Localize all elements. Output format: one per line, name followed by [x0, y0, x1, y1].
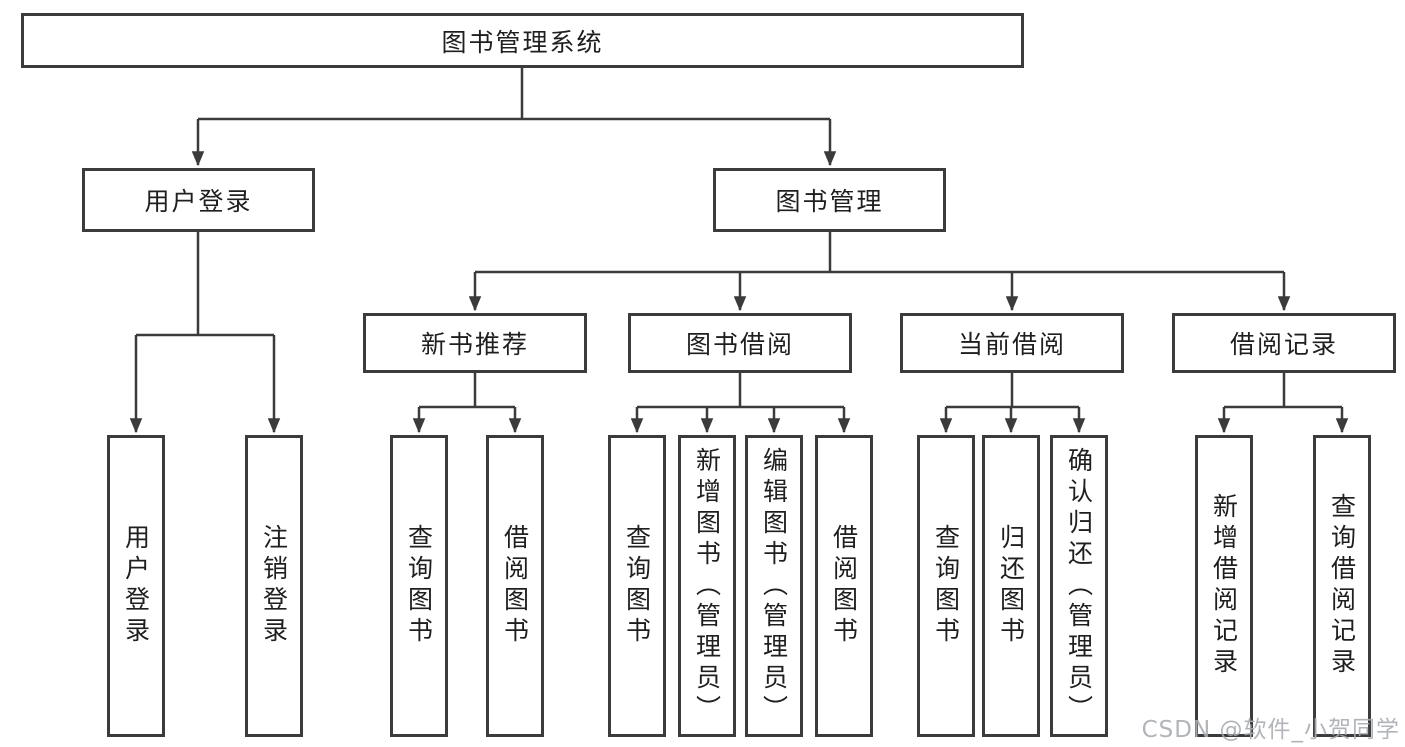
node-leaf-borrow-books-2: 借阅图书 — [815, 435, 873, 737]
node-leaf-query-books-1: 查询图书 — [390, 435, 448, 737]
node-label: 图书借阅 — [685, 330, 794, 359]
node-label: 新书推荐 — [420, 330, 529, 359]
connector-user-login-trunk — [136, 232, 274, 337]
node-leaf-query-borrow-record: 查询借阅记录 — [1313, 435, 1371, 737]
node-leaf-query-books-2: 查询图书 — [608, 435, 666, 737]
connector-root-trunk — [198, 68, 830, 121]
node-current-borrowing: 当前借阅 — [900, 313, 1124, 373]
node-label: 借阅记录 — [1229, 330, 1338, 359]
csdn-watermark: CSDN @软件_小贺同学 — [1141, 717, 1400, 743]
connector-borrow-records-trunk — [1224, 373, 1342, 409]
node-book-borrowing: 图书借阅 — [628, 313, 852, 373]
node-label: 当前借阅 — [957, 330, 1066, 359]
node-user-login: 用户登录 — [82, 168, 315, 232]
node-label: 借阅图书 — [500, 524, 530, 648]
connector-current-borrow-trunk — [946, 373, 1079, 409]
node-leaf-query-books-3: 查询图书 — [917, 435, 975, 737]
node-leaf-edit-books-admin: 编辑图书（管理员） — [745, 435, 803, 737]
node-label: 查询图书 — [622, 524, 652, 648]
node-label: 编辑图书（管理员） — [759, 446, 789, 726]
node-label: 归还图书 — [996, 524, 1026, 648]
node-leaf-logout: 注销登录 — [245, 435, 303, 737]
connector-book-management-trunk — [475, 232, 1284, 274]
node-book-management: 图书管理 — [713, 168, 946, 232]
node-label: 借阅图书 — [829, 524, 859, 648]
node-leaf-add-books-admin: 新增图书（管理员） — [678, 435, 736, 737]
node-label: 用户登录 — [121, 524, 151, 648]
node-leaf-borrow-books-1: 借阅图书 — [486, 435, 544, 737]
node-root-system: 图书管理系统 — [21, 13, 1024, 68]
connector-book-borrow-trunk — [637, 373, 844, 409]
node-label: 图书管理系统 — [441, 27, 604, 57]
node-new-book-recommendation: 新书推荐 — [363, 313, 587, 373]
node-label: 图书管理 — [775, 187, 884, 216]
node-label: 查询图书 — [931, 524, 961, 648]
node-leaf-add-borrow-record: 新增借阅记录 — [1195, 435, 1253, 737]
node-label: 查询借阅记录 — [1327, 493, 1357, 679]
node-label: 确认归还（管理员） — [1064, 446, 1094, 726]
node-label: 新增借阅记录 — [1209, 493, 1239, 679]
node-label: 注销登录 — [259, 524, 289, 648]
node-label: 新增图书（管理员） — [692, 446, 722, 726]
node-label: 查询图书 — [404, 524, 434, 648]
node-leaf-user-login: 用户登录 — [107, 435, 165, 737]
node-borrowing-records: 借阅记录 — [1172, 313, 1396, 373]
node-leaf-return-books: 归还图书 — [982, 435, 1040, 737]
connector-new-book-rec-trunk — [419, 373, 515, 409]
node-label: 用户登录 — [144, 187, 253, 216]
node-leaf-confirm-return-admin: 确认归还（管理员） — [1050, 435, 1108, 737]
